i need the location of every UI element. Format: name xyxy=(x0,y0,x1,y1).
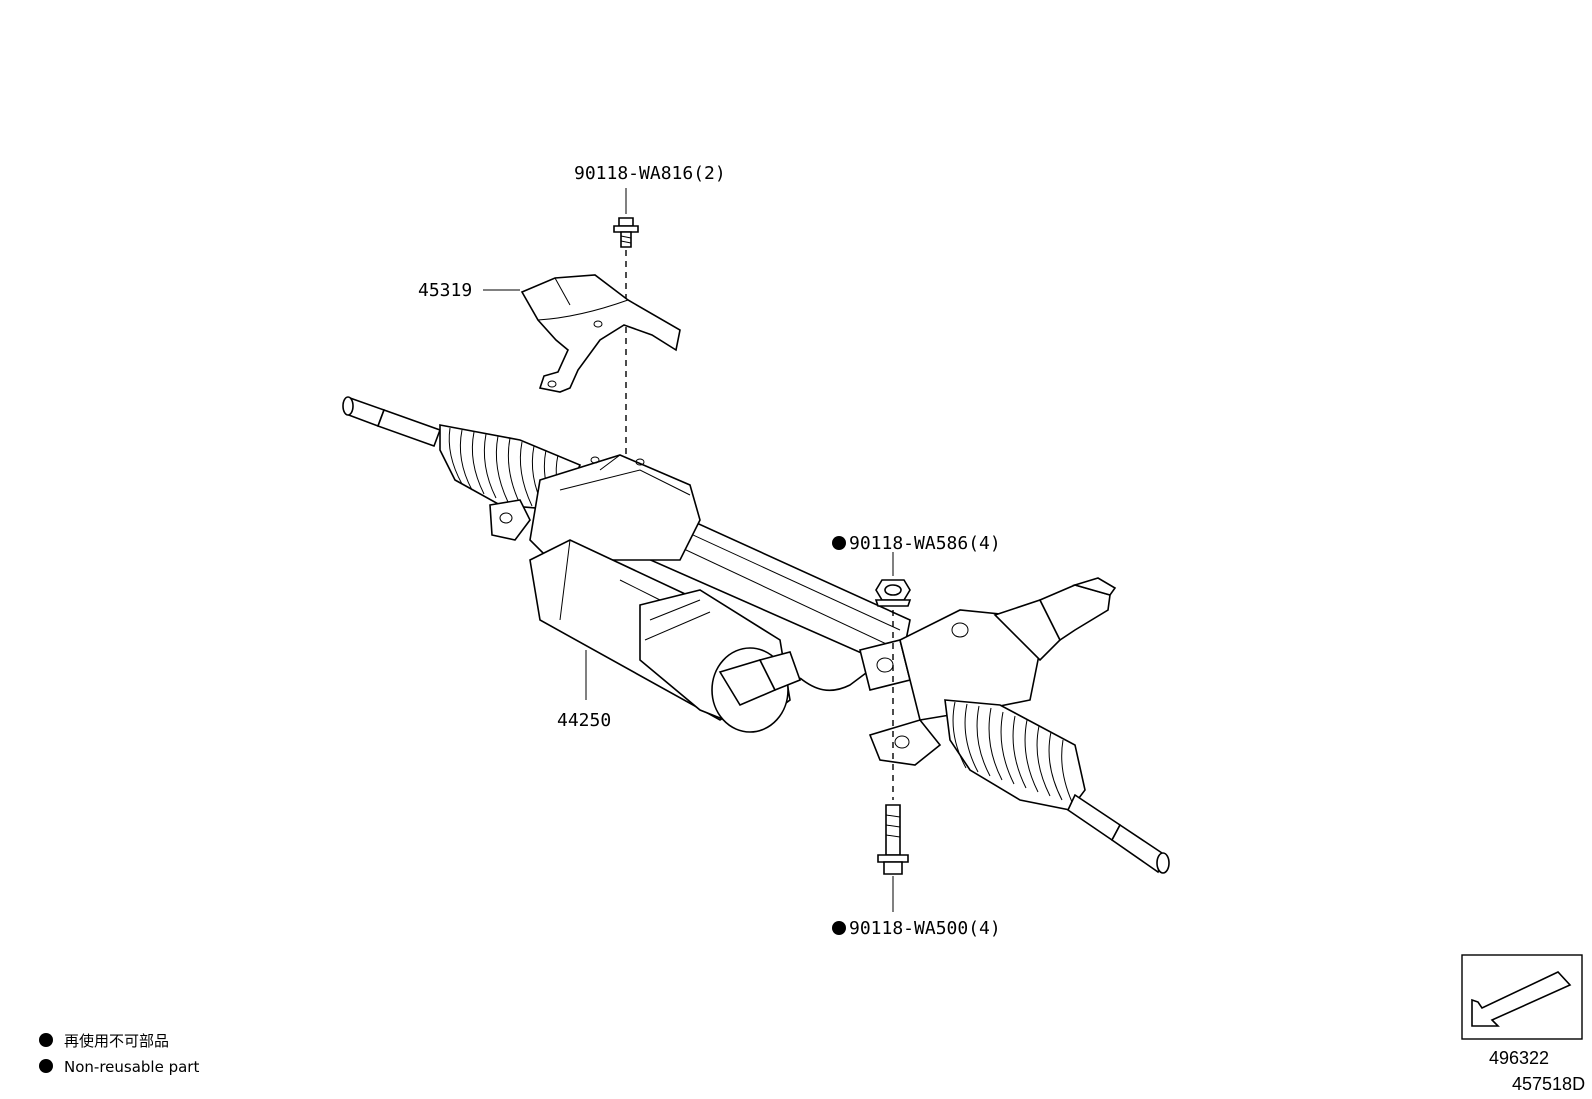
label-gear-assembly[interactable]: 44250 xyxy=(557,710,611,731)
reference-view-code: 496322 xyxy=(1489,1048,1549,1068)
non-reusable-dot-nut xyxy=(832,536,846,550)
legend-text-en: Non-reusable part xyxy=(64,1058,199,1076)
nut[interactable] xyxy=(874,579,912,607)
steering-gear-assembly[interactable] xyxy=(342,396,1170,874)
label-bolt-bottom[interactable]: 90118-WA500(4) xyxy=(849,918,1001,939)
non-reusable-dot-bolt-bottom xyxy=(832,921,846,935)
legend-dot-en xyxy=(39,1059,53,1073)
reference-diagram-code: 457518D xyxy=(1512,1074,1585,1094)
label-nut[interactable]: 90118-WA586(4) xyxy=(849,533,1001,554)
label-heat-insulator[interactable]: 45319 xyxy=(418,280,472,301)
legend-text-jp: 再使用不可部品 xyxy=(64,1032,169,1050)
legend-dot-jp xyxy=(39,1033,53,1047)
heat-insulator[interactable] xyxy=(520,274,681,393)
reference-view-box xyxy=(1461,954,1583,1040)
label-bolt-top[interactable]: 90118-WA816(2) xyxy=(574,163,726,184)
bolt-bottom[interactable] xyxy=(877,804,909,875)
bolt-top[interactable] xyxy=(613,217,639,248)
